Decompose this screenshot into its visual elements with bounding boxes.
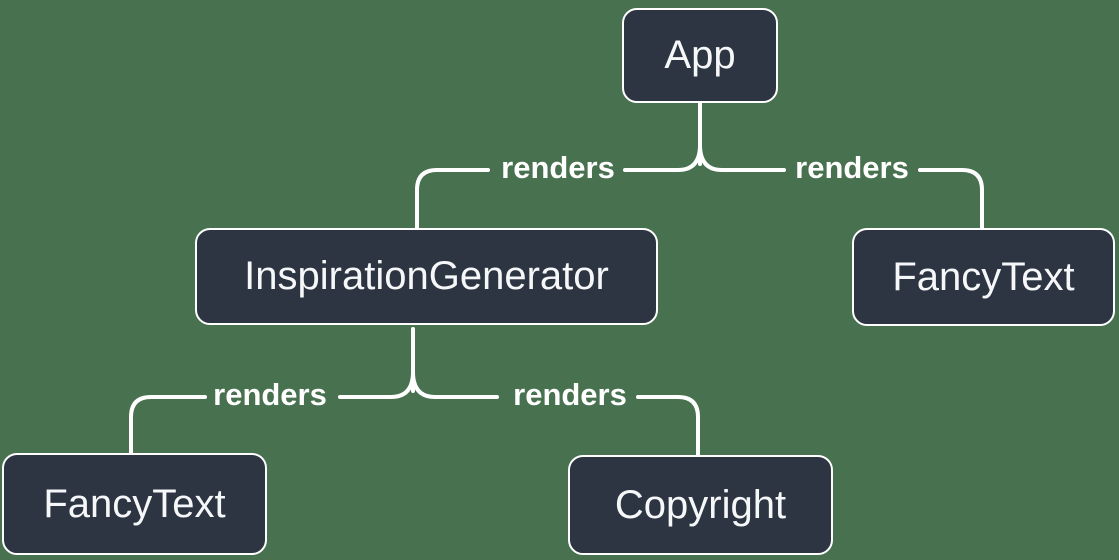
node-fancy-text-left: FancyText bbox=[2, 453, 267, 555]
node-copyright-label: Copyright bbox=[614, 482, 787, 527]
node-copyright: Copyright bbox=[568, 455, 833, 555]
connector-inspiration-fork-right bbox=[411, 370, 499, 399]
node-inspiration-generator: InspirationGenerator bbox=[195, 228, 658, 325]
edge-label-inspiration-generator-copyright: renders bbox=[513, 377, 627, 412]
connector-app-fork-right bbox=[698, 143, 786, 172]
connector-drop-copyright bbox=[636, 395, 700, 457]
node-inspiration-generator-label: InspirationGenerator bbox=[244, 254, 609, 298]
connector-app-fork-left bbox=[623, 143, 702, 172]
connector-drop-fancy-text-right bbox=[918, 168, 984, 230]
node-fancy-text-right: FancyText bbox=[852, 228, 1115, 326]
node-app: App bbox=[622, 8, 778, 103]
node-app-label: App bbox=[664, 33, 736, 77]
edge-label-app-fancy-text: renders bbox=[795, 150, 909, 185]
edge-label-inspiration-generator-fancy-text: renders bbox=[213, 377, 327, 412]
connector-inspiration-fork-left bbox=[338, 370, 415, 399]
node-fancy-text-left-label: FancyText bbox=[43, 481, 226, 526]
connector-drop-fancy-text-left bbox=[129, 395, 207, 455]
node-fancy-text-right-label: FancyText bbox=[892, 254, 1075, 299]
edge-label-app-inspiration-generator: renders bbox=[501, 150, 615, 185]
connector-drop-inspiration-generator bbox=[415, 168, 490, 230]
